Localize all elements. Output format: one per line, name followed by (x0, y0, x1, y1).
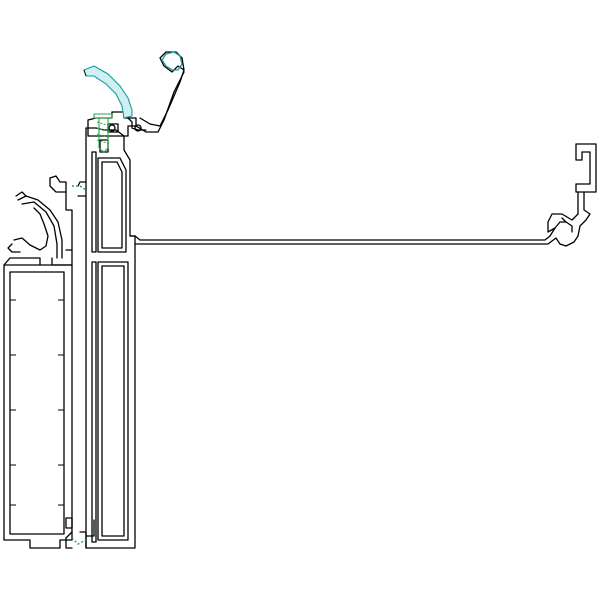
top-clip (107, 51, 185, 133)
right-end-profile (547, 143, 597, 237)
top-gasket (83, 65, 133, 119)
screw-fastener (93, 113, 113, 153)
horizontal-flange (129, 221, 579, 247)
left-frame-profile (3, 175, 73, 549)
corner-gaskets (71, 185, 87, 545)
sash-profile (65, 111, 137, 549)
